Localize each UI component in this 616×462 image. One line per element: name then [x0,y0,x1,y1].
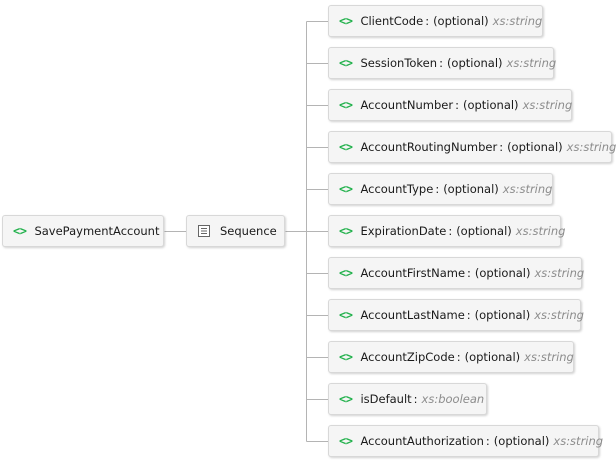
element-tag-icon: <> [339,140,353,154]
element-type: xs:string [534,266,585,280]
element-type: xs:string [506,56,557,70]
element-node-expiration-date[interactable]: <> ExpirationDate : (optional) xs:string [328,215,565,247]
element-separator: : [466,308,471,322]
element-type: xs:string [492,14,543,28]
element-modifier: (optional) [433,14,489,28]
element-separator: : [455,98,459,112]
element-modifier: (optional) [493,434,550,448]
element-modifier: (optional) [464,350,521,364]
sequence-node[interactable]: Sequence [186,215,285,247]
element-separator: : [435,182,440,196]
element-tag-icon: <> [339,308,353,322]
element-name: ClientCode [360,14,424,28]
element-node-account-number[interactable]: <> AccountNumber : (optional) xs:string [328,89,572,121]
element-separator: : [425,14,430,28]
element-name: AccountFirstName [360,266,466,280]
element-tag-icon: <> [339,266,353,280]
element-tag-icon: <> [13,224,27,238]
root-element-name: SavePaymentAccount [34,224,160,238]
element-type: xs:string [524,350,574,364]
element-name: AccountAuthorization [360,434,484,448]
element-modifier: (optional) [443,182,499,196]
element-tag-icon: <> [339,224,353,238]
element-modifier: (optional) [446,56,503,70]
element-node-client-code[interactable]: <> ClientCode : (optional) xs:string [328,5,543,37]
element-node-is-default[interactable]: <> isDefault : xs:boolean [328,383,487,415]
element-tag-icon: <> [339,434,353,448]
element-modifier: (optional) [456,224,512,238]
sequence-list-icon [198,225,210,237]
element-modifier: (optional) [507,140,563,154]
element-tag-icon: <> [339,392,353,406]
element-type: xs:string [522,98,573,112]
element-node-account-zip-code[interactable]: <> AccountZipCode : (optional) xs:string [328,341,574,373]
sequence-label: Sequence [220,224,277,238]
element-node-session-token[interactable]: <> SessionToken : (optional) xs:string [328,47,557,79]
element-node-account-type[interactable]: <> AccountType : (optional) xs:string [328,173,553,205]
element-tag-icon: <> [339,56,353,70]
element-node-account-authorization[interactable]: <> AccountAuthorization : (optional) xs:… [328,425,603,457]
element-name: AccountType [360,182,434,196]
element-type: xs:string [566,140,616,154]
root-element-node[interactable]: <> SavePaymentAccount [2,215,164,247]
element-separator: : [485,434,490,448]
element-separator: : [467,266,471,280]
element-name: AccountNumber [360,98,454,112]
element-name: SessionToken [360,56,438,70]
element-tag-icon: <> [339,182,353,196]
element-name: AccountLastName [360,308,465,322]
element-name: ExpirationDate [360,224,447,238]
element-type: xs:string [534,308,584,322]
element-type: xs:boolean [421,392,485,406]
element-separator: : [456,350,461,364]
element-name: isDefault [360,392,412,406]
element-separator: : [499,140,504,154]
element-name: AccountRoutingNumber [360,140,498,154]
element-node-account-routing-number[interactable]: <> AccountRoutingNumber : (optional) xs:… [328,131,616,163]
element-modifier: (optional) [474,266,531,280]
element-modifier: (optional) [474,308,531,322]
element-name: AccountZipCode [360,350,455,364]
element-tag-icon: <> [339,350,353,364]
element-separator: : [413,392,418,406]
element-node-account-first-name[interactable]: <> AccountFirstName : (optional) xs:stri… [328,257,585,289]
element-node-account-last-name[interactable]: <> AccountLastName : (optional) xs:strin… [328,299,584,331]
element-type: xs:string [502,182,553,196]
element-tag-icon: <> [339,98,353,112]
element-type: xs:string [515,224,566,238]
element-separator: : [448,224,453,238]
element-tag-icon: <> [339,14,353,28]
element-type: xs:string [553,434,604,448]
element-modifier: (optional) [462,98,519,112]
element-separator: : [439,56,443,70]
